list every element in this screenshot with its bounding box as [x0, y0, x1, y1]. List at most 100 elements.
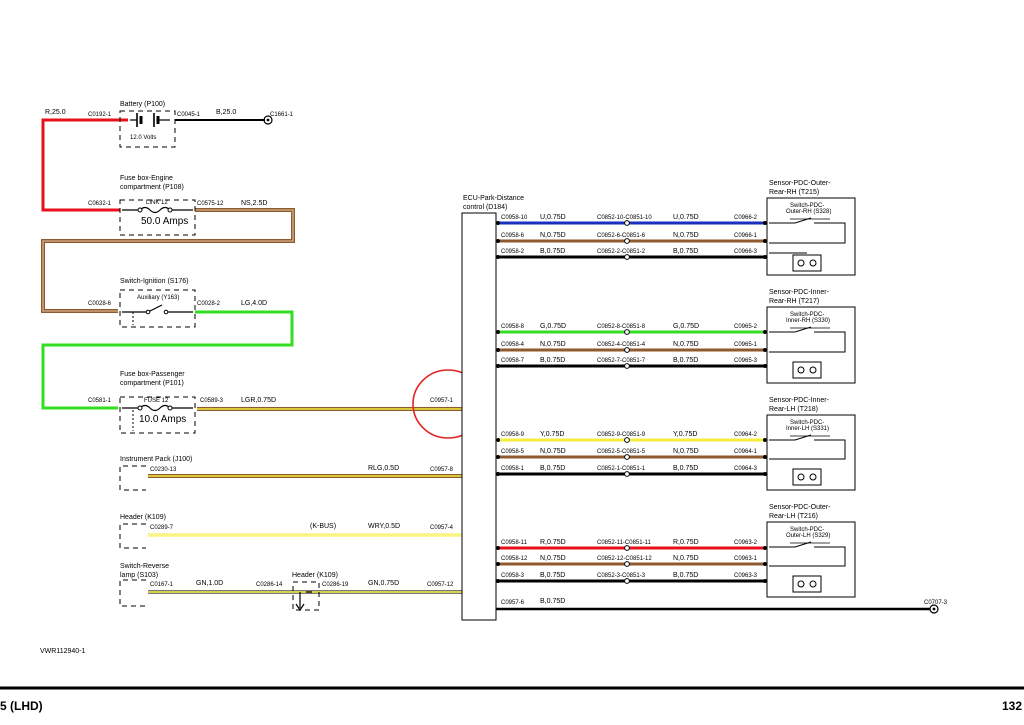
- connector-ecu-pin: C0958-4: [501, 342, 525, 348]
- sensor-outer-rear-lh: Sensor-PDC-Outer- Rear-LH (T216) Switch-…: [766, 504, 856, 598]
- wire-label-gn075d: GN,0.75D: [368, 580, 399, 587]
- ignition-auxiliary-label: Auxiliary (Y163): [137, 295, 179, 301]
- connector-c0028-2: C0028-2: [197, 301, 221, 307]
- sensor-ir-rh-name-line2: Rear-RH (T217): [769, 298, 819, 305]
- fuse-icon: [122, 404, 193, 431]
- wire-label-b250: B,25.0: [216, 109, 236, 116]
- ecu-name-line2: control (D184): [463, 204, 507, 211]
- switch-or-lh-line1: Switch-PDC-: [790, 527, 824, 533]
- fuse-passenger-rating: 10.0 Amps: [139, 414, 186, 425]
- connector-c1661-1: C1661-1: [270, 112, 294, 118]
- instrument-pack-name: Instrument Pack (J100): [120, 456, 192, 463]
- switch-or-lh-line2: Outer-LH (S329): [786, 533, 830, 539]
- battery-voltage: 12.0 Volts: [130, 135, 156, 141]
- connector-c0957-1: C0957-1: [430, 398, 454, 404]
- inline-connector-icon: [624, 238, 630, 244]
- inline-connector-icon: [624, 471, 630, 477]
- wire-label-sensor-side: B,0.75D: [673, 248, 698, 255]
- connector-sensor-pin: C0963-3: [734, 573, 758, 579]
- connector-c0045-1: C0045-1: [177, 112, 201, 118]
- connector-c0289-7: C0289-7: [150, 525, 174, 531]
- sensor-or-rh-name-line1: Sensor-PDC-Outer-: [769, 180, 831, 187]
- connector-sensor-pin: C0965-2: [734, 324, 758, 330]
- inline-connector-icon: [624, 454, 630, 460]
- wire-label-ecu-side: N,0.75D: [540, 555, 566, 562]
- connector-inline: C0852-1-C0851-1: [597, 466, 646, 472]
- connector-dot: [496, 455, 500, 459]
- connector-dot: [763, 455, 767, 459]
- wire-label-lg40d: LG,4.0D: [241, 300, 267, 307]
- connector-dot: [763, 239, 767, 243]
- inline-connector-icon: [624, 220, 630, 226]
- connector-dot: [496, 348, 500, 352]
- header-k109-name: Header (K109): [120, 514, 166, 521]
- switch-ir-rh-line2: Inner-RH (S330): [786, 318, 830, 324]
- connector-ecu-pin: C0958-3: [501, 573, 525, 579]
- connector-sensor-pin: C0964-3: [734, 466, 758, 472]
- wire-label-sensor-side: R,0.75D: [673, 539, 699, 546]
- connector-sensor-pin: C0963-2: [734, 540, 758, 546]
- wire-label-sensor-side: N,0.75D: [673, 232, 699, 239]
- battery-name: Battery (P100): [120, 101, 165, 108]
- switch-icon: [122, 304, 193, 325]
- inline-connector-icon: [624, 561, 630, 567]
- connector-dot: [496, 255, 500, 259]
- sensor-or-lh-name-line2: Rear-LH (T216): [769, 513, 818, 520]
- connector-c0957-6: C0957-6: [501, 600, 525, 606]
- connector-c0286-19: C0286-19: [322, 582, 349, 588]
- connector-ecu-pin: C0958-1: [501, 466, 525, 472]
- inline-connector-icon: [624, 437, 630, 443]
- reverse-switch-name-line1: Switch-Reverse: [120, 563, 169, 570]
- wire-label-ecu-side: B,0.75D: [540, 572, 565, 579]
- connector-c0589-3: C0589-3: [200, 398, 224, 404]
- connector-inline: C0852-7-C0851-7: [597, 358, 646, 364]
- wire-label-sensor-side: U,0.75D: [673, 214, 699, 221]
- switch-ir-lh-line1: Switch-PDC-: [790, 420, 824, 426]
- wire-label-ecu-side: N,0.75D: [540, 341, 566, 348]
- switch-or-rh-line2: Outer-RH (S328): [786, 209, 831, 215]
- connector-c0957-4: C0957-4: [430, 525, 454, 531]
- inline-connector-icon: [624, 254, 630, 260]
- wire-label-r250: R,25.0: [45, 109, 66, 116]
- wire-battery-positive: [41, 118, 128, 212]
- connector-dot: [496, 364, 500, 368]
- connector-ecu-pin: C0958-10: [501, 215, 528, 221]
- wire-label-ecu-side: N,0.75D: [540, 448, 566, 455]
- connector-c0632-1: C0632-1: [88, 201, 112, 207]
- wire-label-ecu-side: Y,0.75D: [540, 431, 564, 438]
- inline-connector-icon: [624, 329, 630, 335]
- fuse-passenger-name-line2: compartment (P101): [120, 380, 184, 387]
- header-k109b-box: [292, 581, 320, 611]
- wire-label-ecu-side: R,0.75D: [540, 539, 566, 546]
- connector-ecu-pin: C0958-5: [501, 449, 525, 455]
- connector-sensor-pin: C0966-2: [734, 215, 758, 221]
- connector-sensor-pin: C0966-1: [734, 233, 758, 239]
- fuse-engine-box: [119, 199, 196, 236]
- connector-dot: [763, 579, 767, 583]
- sensor-ir-lh-name-line1: Sensor-PDC-Inner-: [769, 397, 830, 404]
- wire-label-ground: B,0.75D: [540, 598, 565, 605]
- connector-ecu-pin: C0958-8: [501, 324, 525, 330]
- sensor-ir-lh-name-line2: Rear-LH (T218): [769, 406, 818, 413]
- wire-label-ns25d: NS,2.5D: [241, 200, 267, 207]
- instrument-pack-box: [119, 465, 146, 491]
- connector-c0957-12: C0957-12: [427, 582, 454, 588]
- connector-dot: [763, 562, 767, 566]
- connector-inline: C0852-10-C0851-10: [597, 215, 652, 221]
- connector-c0707-3: C0707-3: [924, 600, 948, 606]
- connector-sensor-pin: C0964-1: [734, 449, 758, 455]
- wire-label-gn10d: GN,1.0D: [196, 580, 223, 587]
- connector-c0230-13: C0230-13: [150, 467, 177, 473]
- footer-page-number: 132: [1002, 699, 1022, 713]
- wire-label-ecu-side: U,0.75D: [540, 214, 566, 221]
